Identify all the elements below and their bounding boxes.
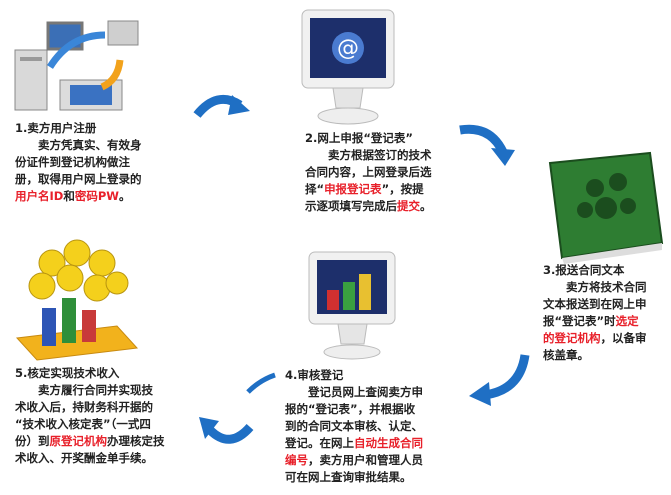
text-segment: 卖方履行合同并实现技 (15, 383, 153, 397)
step-line: 登记员网上查阅卖方申 (285, 384, 423, 401)
text-segment: 登记。在网上 (285, 436, 354, 450)
step-line: 4.审核登记 (285, 367, 423, 384)
step-line: 份证件到登记机构做注 (15, 154, 142, 171)
highlighted-text: 申报登记表 (324, 182, 382, 196)
text-segment: 卖方凭真实、有效身 (15, 138, 142, 152)
text-segment: 2.网上申报“登记表” (305, 131, 413, 145)
step-3-text: 3.报送合同文本 卖方将技术合同文本报送到在网上申报“登记表”时选定的登记机构，… (543, 262, 647, 364)
highlighted-text: 原登记机构 (49, 434, 108, 448)
step-line: 1.卖方用户注册 (15, 120, 142, 137)
step-line: 登记。在网上自动生成合同 (285, 435, 423, 452)
step-line: 示逐项填写完成后提交。 (305, 198, 432, 215)
step-line: 文本报送到在网上申 (543, 296, 647, 313)
step-line: 报“登记表”时选定 (543, 313, 647, 330)
computers-sync-icon (14, 20, 139, 111)
text-segment: 示逐项填写完成后 (305, 199, 397, 213)
step-line: 5.核定实现技术收入 (15, 365, 165, 382)
step-line: 卖方凭真实、有效身 (15, 137, 142, 154)
monitor-chart-icon (308, 251, 396, 360)
text-segment: 核盖章。 (543, 348, 589, 362)
text-segment: ，卖方用户和管理人员 (308, 453, 423, 467)
text-segment: 文本报送到在网上申 (543, 297, 647, 311)
text-segment: 报的“登记表”，并根据收 (285, 402, 416, 416)
step-line: 可在网上查询审批结果。 (285, 469, 423, 486)
step-line: 编号，卖方用户和管理人员 (285, 452, 423, 469)
text-segment: 到的合同文本审核、认定、 (285, 419, 423, 433)
text-segment: 1.卖方用户注册 (15, 121, 97, 135)
highlighted-text: 密码PW (74, 189, 119, 203)
step-2-text: 2.网上申报“登记表” 卖方根据签订的技术合同内容，上网登录后选择“申报登记表”… (305, 130, 432, 215)
text-segment: 报“登记表”时 (543, 314, 616, 328)
text-segment: 卖方根据签订的技术 (305, 148, 432, 162)
step-line: 到的合同文本审核、认定、 (285, 418, 423, 435)
step-line: 3.报送合同文本 (543, 262, 647, 279)
arrow-step4-left (246, 372, 276, 394)
text-segment: 合同内容，上网登录后选 (305, 165, 432, 179)
text-segment: 3.报送合同文本 (543, 263, 625, 277)
step-line: 的登记机构，以备审 (543, 330, 647, 347)
step-line: 择“申报登记表”，按提 (305, 181, 432, 198)
highlighted-text: 自动生成合同 (354, 436, 423, 450)
text-segment: 。 (118, 189, 131, 203)
text-segment: ，以备审 (600, 331, 647, 345)
text-segment: 术收入后，持财务科开据的 (15, 400, 153, 414)
step-line: 合同内容，上网登录后选 (305, 164, 432, 181)
highlighted-text: 用户名ID (15, 189, 64, 203)
step-4-text: 4.审核登记 登记员网上查阅卖方申报的“登记表”，并根据收到的合同文本审核、认定… (285, 367, 423, 486)
arrow-step3-to-step4 (469, 354, 530, 406)
step-line: 份）到原登记机构办理核定技 (15, 433, 165, 450)
step-line: 卖方根据签订的技术 (305, 147, 432, 164)
text-segment: 份）到 (15, 434, 50, 448)
text-segment: 择“ (305, 182, 325, 196)
arrow-step4-to-step5 (199, 417, 254, 444)
text-segment: 册，取得用户网上登录的 (15, 172, 142, 186)
text-segment: 登记员网上查阅卖方申 (285, 385, 423, 399)
text-segment: 和 (63, 189, 75, 203)
step-line: 卖方履行合同并实现技 (15, 382, 165, 399)
coins-income-icon (15, 239, 139, 361)
step-line: 核盖章。 (543, 347, 647, 364)
step-1-text: 1.卖方用户注册 卖方凭真实、有效身份证件到登记机构做注册，取得用户网上登录的用… (15, 120, 142, 205)
text-segment: 办理核定技 (107, 434, 165, 448)
step-line: 用户名ID和密码PW。 (15, 188, 142, 205)
text-segment: 。 (420, 199, 432, 213)
text-segment: “技术收入核定表”（一式四 (15, 417, 151, 431)
text-segment: 卖方将技术合同 (543, 280, 647, 294)
step-line: 卖方将技术合同 (543, 279, 647, 296)
highlighted-text: 的登记机构 (543, 331, 601, 345)
step-line: 术收入、开奖酬金单手续。 (15, 450, 165, 467)
text-segment: ”，按提 (381, 182, 424, 196)
step-line: 册，取得用户网上登录的 (15, 171, 142, 188)
text-segment: 可在网上查询审批结果。 (285, 470, 412, 484)
contract-book-icon (548, 151, 664, 264)
text-segment: 5.核定实现技术收入 (15, 366, 120, 380)
highlighted-text: 提交 (397, 199, 420, 213)
step-5-text: 5.核定实现技术收入 卖方履行合同并实现技术收入后，持财务科开据的 “技术收入核定… (15, 365, 165, 467)
highlighted-text: 编号 (285, 453, 308, 467)
arrow-step2-to-step3 (459, 124, 515, 166)
highlighted-text: 选定 (615, 314, 639, 328)
text-segment: 术收入、开奖酬金单手续。 (15, 451, 153, 465)
step-line: 报的“登记表”，并根据收 (285, 401, 423, 418)
text-segment: 4.审核登记 (285, 368, 344, 382)
monitor-email-icon: @ (301, 9, 395, 125)
step-line: 2.网上申报“登记表” (305, 130, 432, 147)
text-segment: 份证件到登记机构做注 (15, 155, 130, 169)
arrow-step1-to-step2 (193, 94, 250, 118)
svg-text:@: @ (337, 36, 359, 61)
step-line: “技术收入核定表”（一式四 (15, 416, 165, 433)
step-line: 术收入后，持财务科开据的 (15, 399, 165, 416)
